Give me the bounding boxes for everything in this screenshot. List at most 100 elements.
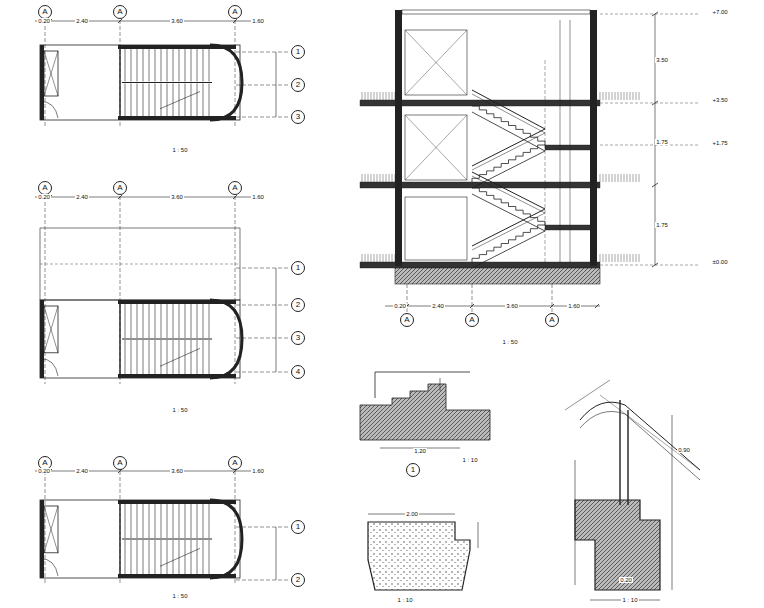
drawing-line bbox=[209, 540, 210, 574]
drawing-line bbox=[621, 92, 622, 100]
drawing-line bbox=[131, 504, 132, 538]
drawing-line bbox=[612, 254, 613, 262]
drawing-line bbox=[143, 49, 144, 82]
wall bbox=[40, 45, 44, 120]
drawing-line bbox=[236, 527, 290, 528]
drawing-line bbox=[392, 92, 393, 100]
grid-bubble: 3 bbox=[291, 110, 305, 124]
drawing-line bbox=[143, 540, 144, 574]
grid-bubble: A bbox=[545, 313, 559, 327]
drawing-line bbox=[35, 21, 262, 22]
wall bbox=[395, 10, 402, 266]
plan-outline bbox=[40, 500, 240, 578]
drawing-line bbox=[179, 540, 180, 574]
drawing-line bbox=[377, 254, 378, 262]
grid-label: 1 bbox=[411, 466, 415, 474]
dimension: 0.20 bbox=[619, 577, 633, 583]
grid-bubble: A bbox=[228, 181, 242, 195]
dimension: 0.20 bbox=[393, 303, 407, 309]
drawing-line bbox=[44, 506, 58, 553]
drawing-line bbox=[197, 504, 198, 538]
drawing-line bbox=[600, 395, 700, 470]
drawing-line bbox=[472, 94, 545, 133]
grid-label: 3 bbox=[296, 113, 300, 121]
drawing-line bbox=[375, 372, 376, 398]
drawing-line bbox=[603, 254, 604, 262]
drawing-line bbox=[209, 84, 210, 117]
drawing-line bbox=[621, 254, 622, 262]
drawing-line bbox=[615, 92, 616, 100]
drawing-line bbox=[167, 340, 168, 374]
drawing-line bbox=[627, 174, 628, 182]
handrail bbox=[580, 402, 700, 470]
scale-note: 1 : 50 bbox=[171, 407, 188, 413]
drawing-line bbox=[191, 504, 192, 538]
plan-outline bbox=[40, 300, 240, 378]
stair-flight bbox=[472, 225, 545, 262]
drawing-line bbox=[35, 197, 262, 198]
dimension: 0.20 bbox=[37, 194, 51, 200]
drawing-line bbox=[185, 49, 186, 82]
drawing-line bbox=[603, 174, 604, 182]
ground bbox=[395, 268, 600, 284]
dimension: 1.75 bbox=[655, 139, 669, 145]
direction-arrow bbox=[160, 92, 200, 109]
drawing-line bbox=[380, 254, 381, 262]
drawing-line bbox=[44, 51, 58, 96]
drawing-line bbox=[627, 92, 628, 100]
drawing-line bbox=[392, 254, 393, 262]
railing-base bbox=[575, 500, 660, 590]
drawing-line bbox=[627, 254, 628, 262]
drawing-line bbox=[209, 49, 210, 82]
grid-bubble: 2 bbox=[291, 298, 305, 312]
drawing-line bbox=[375, 372, 470, 373]
shaft bbox=[44, 306, 58, 353]
drawing-line bbox=[167, 304, 168, 338]
drawing-line bbox=[386, 174, 387, 182]
drawing-line bbox=[609, 174, 610, 182]
drawing-line bbox=[161, 504, 162, 538]
drawing-line bbox=[120, 471, 121, 584]
drawing-line bbox=[149, 540, 150, 574]
grid-label: A bbox=[232, 184, 237, 192]
grid-label: A bbox=[549, 316, 554, 324]
drawing-line bbox=[236, 268, 290, 269]
drawing-line bbox=[167, 540, 168, 574]
door-swing bbox=[40, 559, 58, 577]
grid-bubble: A bbox=[38, 5, 52, 19]
drawing-line bbox=[472, 284, 473, 312]
drawing-line bbox=[197, 540, 198, 574]
drawing-line bbox=[149, 304, 150, 338]
drawing-line bbox=[120, 20, 121, 126]
drawing-line bbox=[630, 254, 631, 262]
drawing-line bbox=[371, 254, 372, 262]
drawing-line bbox=[236, 338, 290, 339]
opening bbox=[405, 115, 467, 180]
drawing-line bbox=[276, 527, 277, 580]
grid-label: A bbox=[117, 184, 122, 192]
direction-arrow bbox=[160, 548, 200, 566]
landing bbox=[545, 225, 590, 230]
drawing-line bbox=[636, 174, 637, 182]
grid-label: A bbox=[232, 459, 237, 467]
drawing-line bbox=[173, 540, 174, 574]
drawing-line bbox=[371, 92, 372, 100]
shaft bbox=[44, 51, 58, 96]
opening bbox=[405, 30, 467, 95]
drawing-line bbox=[173, 49, 174, 82]
grid-bubble: 1 bbox=[291, 520, 305, 534]
grid-bubble: A bbox=[38, 181, 52, 195]
dimension: 1.20 bbox=[413, 448, 427, 454]
nosing-detail bbox=[368, 522, 470, 590]
shaft bbox=[44, 506, 58, 553]
drawing-line bbox=[374, 254, 375, 262]
drawing-line bbox=[235, 471, 236, 584]
drawing-line bbox=[236, 580, 290, 581]
drawing-line bbox=[235, 196, 236, 384]
drawing-line bbox=[137, 340, 138, 374]
grid-bubble: A bbox=[113, 456, 127, 470]
drawing-line bbox=[615, 254, 616, 262]
drawing-line bbox=[236, 85, 290, 86]
stair-flight bbox=[472, 145, 545, 182]
drawing-line bbox=[550, 304, 554, 308]
